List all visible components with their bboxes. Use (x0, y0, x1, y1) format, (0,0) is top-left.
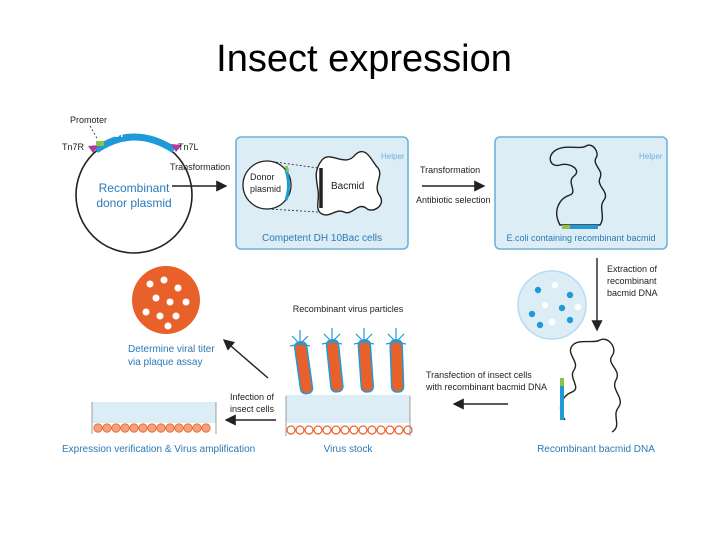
transfection-step: Transfection of insect cells with recomb… (425, 370, 547, 410)
ecoli-caption: E.coli containing recombinant bacmid (506, 233, 655, 243)
titer-line1: Determine viral titer (128, 344, 215, 355)
extraction-step: Extraction of recombinant bacmid DNA (591, 258, 658, 332)
helper-label-2: Helper (639, 152, 663, 161)
bacmid-shape (315, 150, 383, 216)
competent-cells-caption: Competent DH 10Bac cells (262, 233, 382, 244)
transformation-step-1: Transformation (170, 162, 230, 192)
transfection-line1: Transfection of insect cells (426, 370, 532, 380)
plaque-assay-dish: Determine viral titer via plaque assay (128, 266, 215, 368)
extraction-line3: bacmid DNA (607, 288, 658, 298)
recombinant-bacmid-shape (549, 144, 607, 226)
plasmid-name-line1: Recombinant (99, 181, 170, 195)
promoter-segment (96, 141, 104, 146)
tn7l-label: Tn7L (178, 142, 199, 152)
transformation-label-1: Transformation (170, 162, 230, 172)
expression-caption: Expression verification & Virus amplific… (62, 444, 255, 455)
expression-plate: Expression verification & Virus amplific… (62, 402, 255, 455)
plaque-assay-arrow (222, 339, 269, 379)
recombinant-bacmid-dna: Recombinant bacmid DNA (537, 338, 655, 455)
infection-line2: insect cells (230, 404, 275, 414)
virus-stock-caption: Virus stock (324, 444, 374, 455)
donor-label-line1: Donor (250, 172, 275, 182)
extraction-line2: recombinant (607, 276, 657, 286)
transfection-line2: with recombinant bacmid DNA (425, 382, 547, 392)
infection-step: Infection of insect cells (224, 392, 276, 426)
goi-label: GOI (105, 129, 124, 140)
transformation-label-2: Transformation (420, 165, 480, 175)
bacmid-label: Bacmid (331, 181, 364, 192)
ecoli-dots-cell (517, 270, 587, 340)
tn7l-arrow-icon (171, 144, 182, 152)
recombinant-dna-caption: Recombinant bacmid DNA (537, 444, 655, 455)
antibiotic-selection-label: Antibiotic selection (416, 195, 491, 205)
helper-label-1: Helper (381, 152, 405, 161)
infection-line1: Infection of (230, 392, 275, 402)
donor-label-line2: plasmid (250, 184, 281, 194)
virus-particles-label: Recombinant virus particles (293, 304, 404, 314)
tn7r-arrow-icon (88, 145, 99, 153)
donor-plasmid-circle (242, 160, 292, 210)
ecoli-box: Helper E.coli containing recombinant bac… (494, 136, 668, 250)
transformation-step-2: Transformation Antibiotic selection (416, 165, 491, 205)
extraction-line1: Extraction of (607, 264, 658, 274)
titer-line2: via plaque assay (128, 357, 203, 368)
competent-cells-box: Helper Donor plasmid Bacmid Competent DH… (235, 136, 409, 250)
tn7r-label: Tn7R (62, 142, 85, 152)
recombinant-donor-plasmid: GOI Promoter Tn7R Tn7L Recombinant donor… (62, 115, 199, 254)
virus-stock: Recombinant virus particles Virus stock (285, 304, 413, 455)
plasmid-name-line2: donor plasmid (96, 196, 171, 210)
slide-title: Insect expression (216, 38, 512, 80)
promoter-label: Promoter (70, 115, 107, 125)
